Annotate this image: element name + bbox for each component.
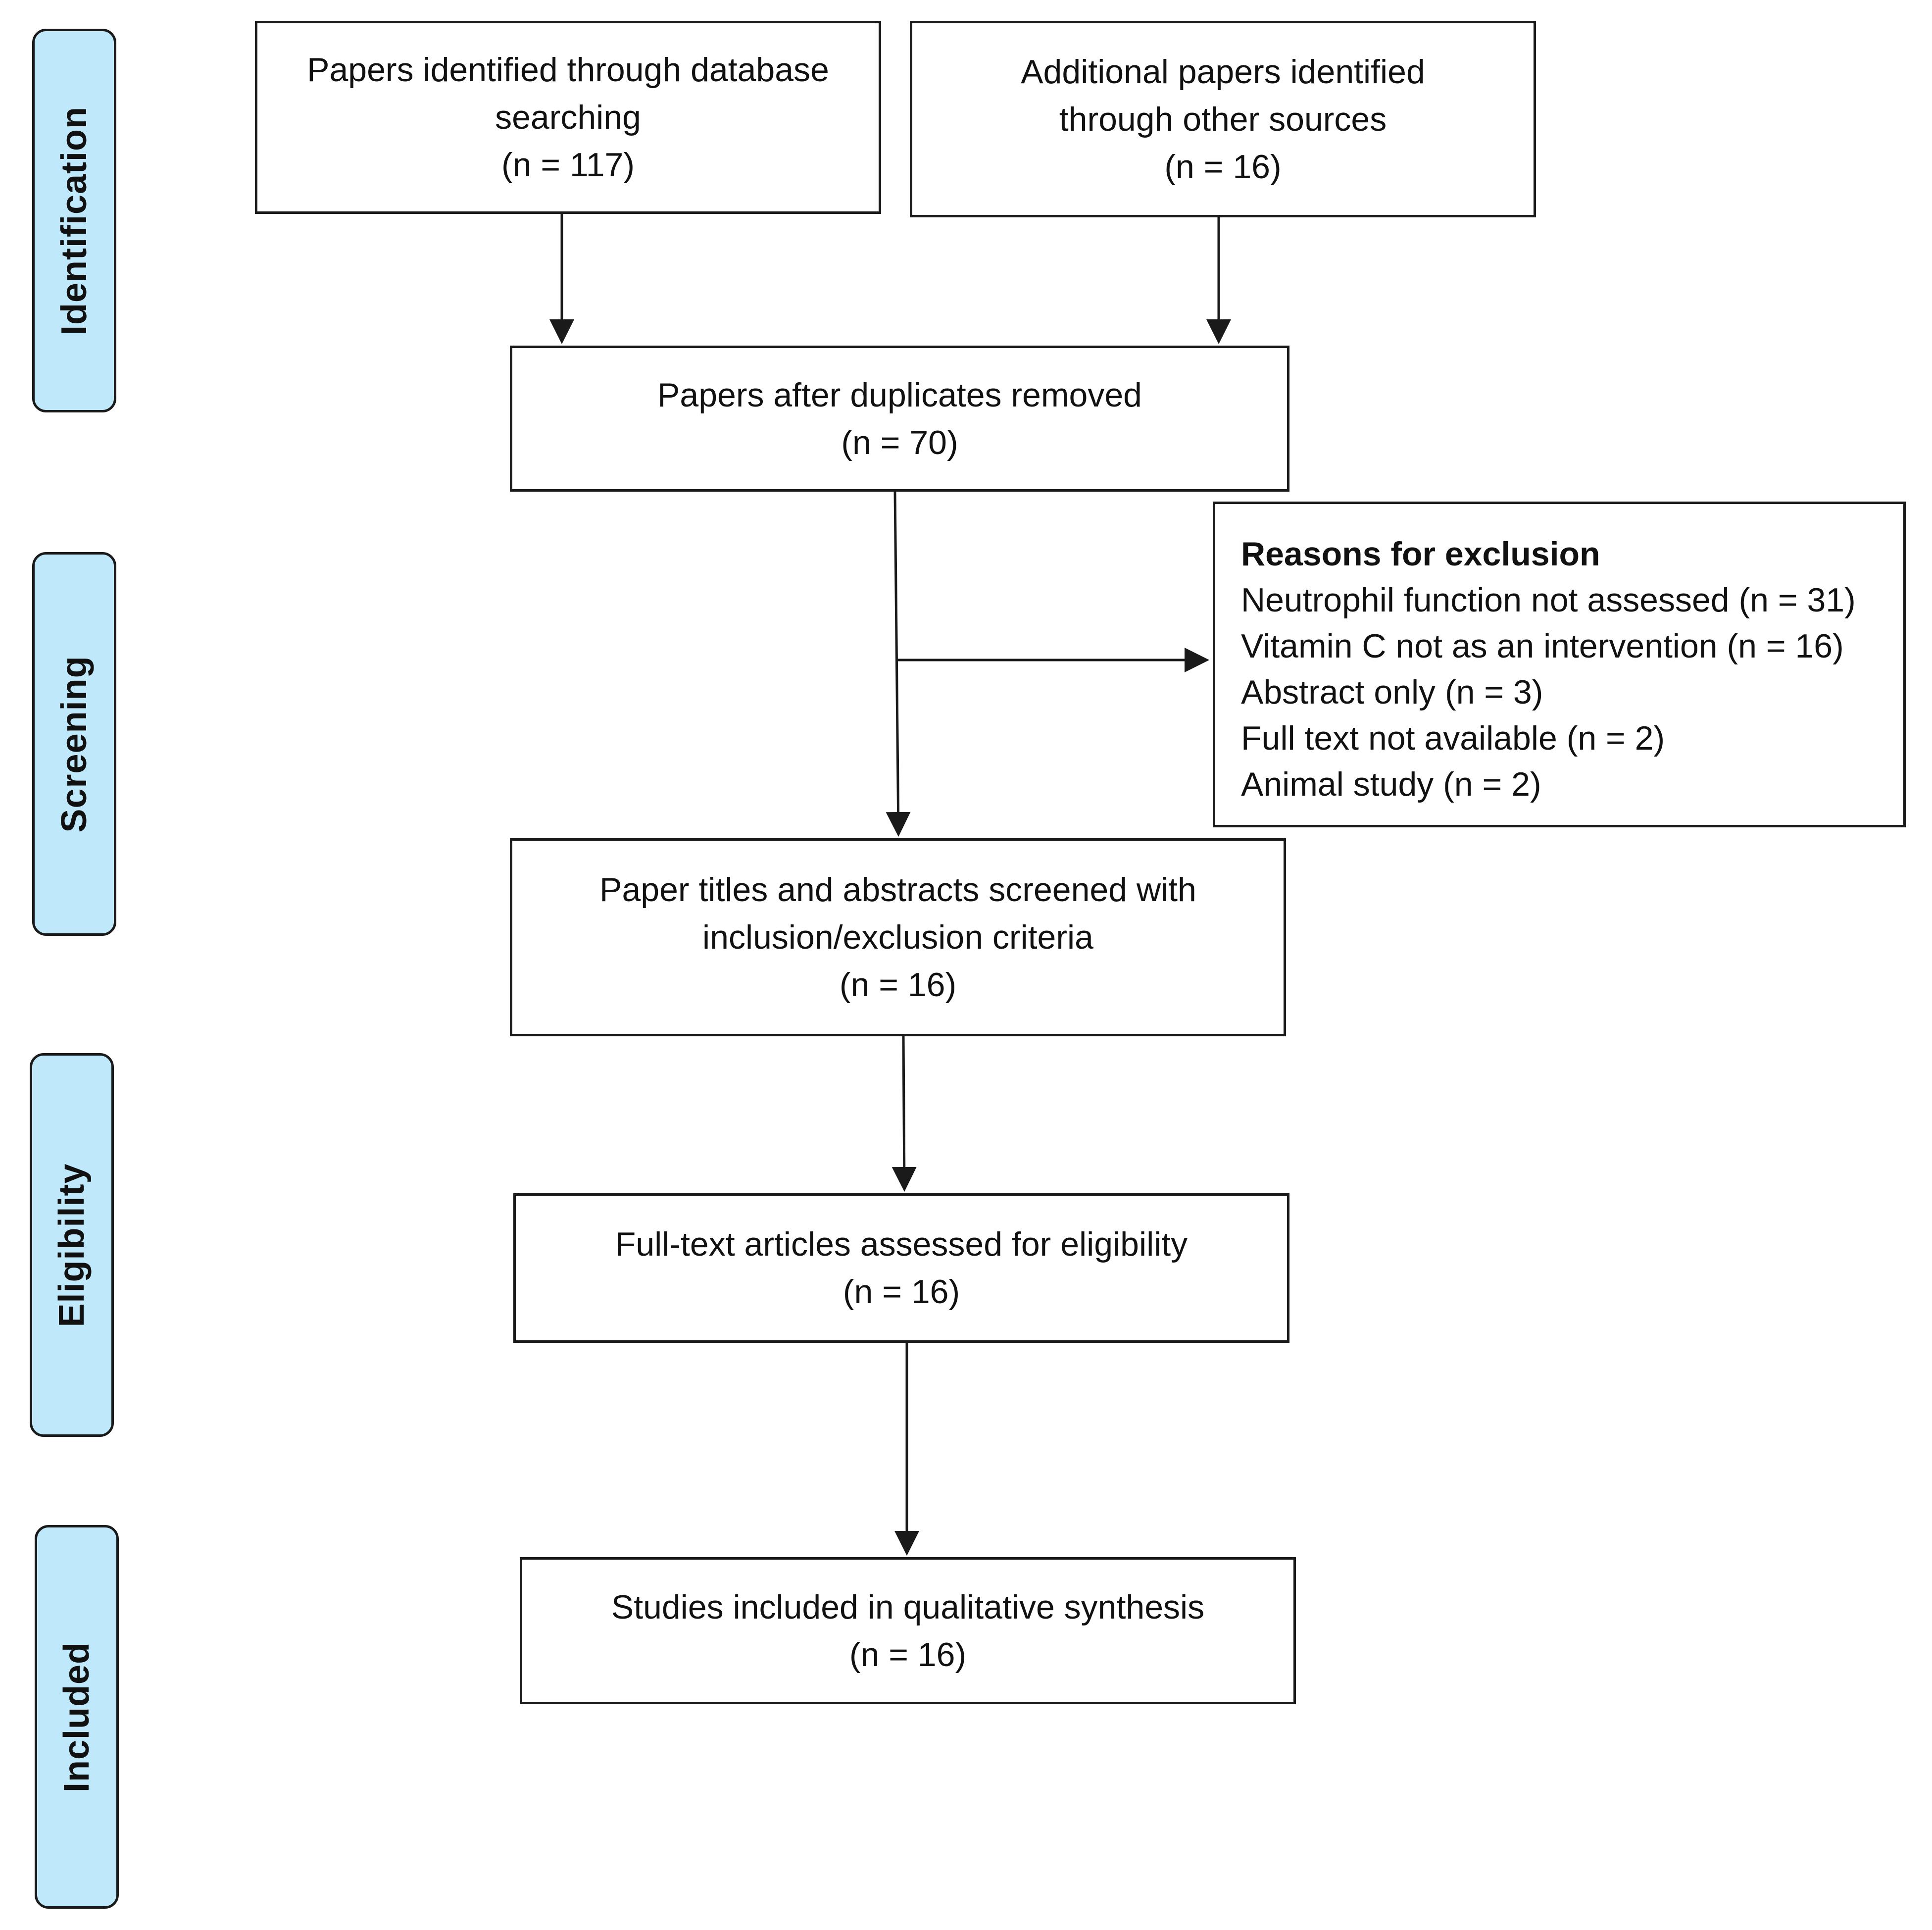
database-search-box: Papers identified through database searc…: [255, 21, 881, 214]
eligibility-line1: Full-text articles assessed for eligibil…: [615, 1225, 1188, 1263]
stage-screening: Screening: [32, 552, 116, 936]
exclusion-title: Reasons for exclusion: [1241, 535, 1600, 573]
screened-count: (n = 16): [839, 966, 957, 1004]
database-search-line1: Papers identified through database: [307, 51, 829, 89]
database-search-line2: searching: [495, 99, 641, 136]
database-search-count: (n = 117): [501, 146, 635, 184]
arrow-duplicates-to-screened: [886, 491, 911, 837]
exclusion-reasons-box: Reasons for exclusion Neutrophil functio…: [1213, 502, 1906, 827]
screened-line1: Paper titles and abstracts screened with: [599, 871, 1196, 909]
eligibility-box: Full-text articles assessed for eligibil…: [513, 1193, 1289, 1343]
screened-line2: inclusion/exclusion criteria: [702, 918, 1093, 956]
other-sources-line1: Additional papers identified: [1021, 52, 1425, 91]
other-sources-box: Additional papers identified through oth…: [910, 21, 1536, 217]
stage-eligibility: Eligibility: [30, 1053, 114, 1437]
duplicates-removed-box: Papers after duplicates removed (n = 70): [510, 346, 1289, 492]
arrow-screened-to-eligibility: [892, 1036, 917, 1192]
other-sources-count: (n = 16): [1164, 148, 1282, 186]
exclusion-item: Full text not available (n = 2): [1241, 719, 1665, 757]
eligibility-count: (n = 16): [842, 1273, 960, 1311]
duplicates-removed-line1: Papers after duplicates removed: [657, 376, 1142, 414]
exclusion-item: Neutrophil function not assessed (n = 31…: [1241, 581, 1856, 619]
exclusion-item: Abstract only (n = 3): [1241, 673, 1543, 711]
included-box: Studies included in qualitative synthesi…: [520, 1557, 1296, 1704]
duplicates-removed-count: (n = 70): [841, 423, 958, 461]
exclusion-item: Animal study (n = 2): [1241, 765, 1541, 803]
stage-identification: Identification: [32, 29, 116, 412]
included-line1: Studies included in qualitative synthesi…: [611, 1588, 1205, 1626]
other-sources-line2: through other sources: [1059, 100, 1387, 138]
included-count: (n = 16): [849, 1635, 967, 1674]
exclusion-item: Vitamin C not as an intervention (n = 16…: [1241, 627, 1844, 665]
screened-box: Paper titles and abstracts screened with…: [510, 838, 1286, 1036]
stage-included: Included: [35, 1525, 119, 1909]
